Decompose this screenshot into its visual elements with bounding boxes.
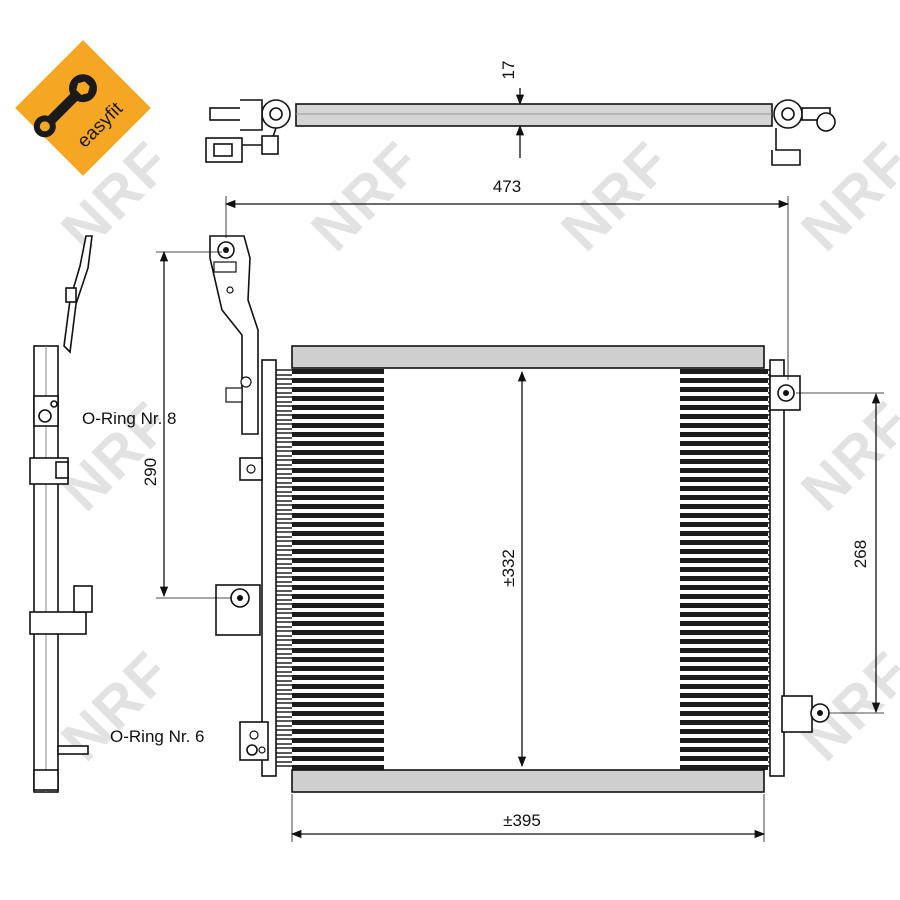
nrf-watermark: NRF [549,129,683,263]
nrf-watermark: NRF [789,129,900,263]
dim-core-height: ±332 [499,549,518,587]
nrf-watermark: NRF [789,389,900,523]
condenser-front-view [209,235,830,793]
dim-core-width: ±395 [503,811,541,830]
wrench-icon [33,74,97,138]
dim-right-bracket-spacing: 268 [851,540,870,568]
nrf-watermark: NRF [299,129,433,263]
dim-overall-width: 473 [493,177,521,196]
dim-left-bracket-spacing: 290 [141,458,160,486]
condenser-side-view [29,235,93,793]
dim-top-thickness: 17 [499,61,518,80]
dimension-lines [156,88,884,842]
oring-upper-label: O-Ring Nr. 8 [82,409,176,428]
oring-lower-label: O-Ring Nr. 6 [110,727,204,746]
